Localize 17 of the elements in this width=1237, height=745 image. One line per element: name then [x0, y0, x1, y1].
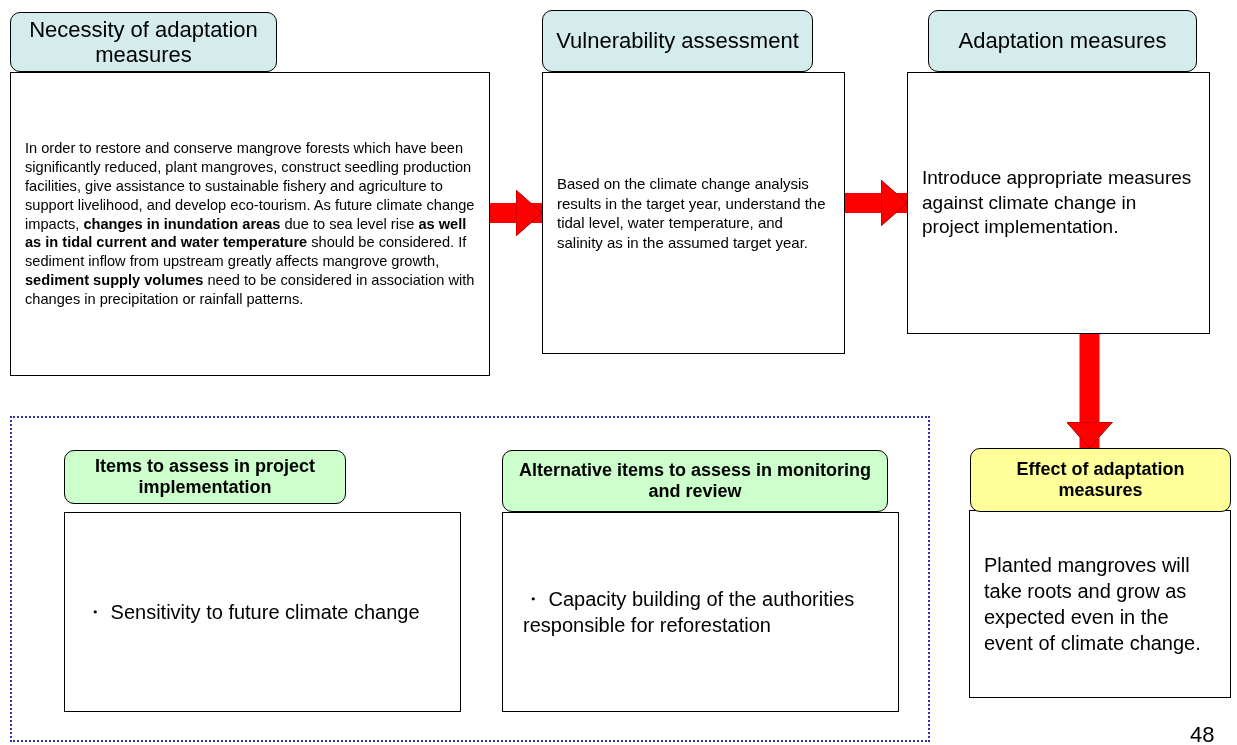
block-arrow	[1066, 334, 1113, 449]
header-tab: Items to assess in project implementation	[64, 450, 346, 504]
text-box: Introduce appropriate measures against climate change in project implementation.	[907, 72, 1210, 334]
text-box: Based on the climate change analysis results in the target year, understand the tidal level, water temperature, and salinity as in the assumed target year.	[542, 72, 845, 354]
header-tab: Alternative items to assess in monitoring and review	[502, 450, 888, 512]
text-box: In order to restore and conserve mangrove forests which have been significantly reduced, plant mangroves, construct seedling production facilities, give assistance to sustainable fishery and agriculture to support livelihood, and develop eco-tourism. As future climate change impacts, changes in inundation areas due to sea level rise as well as in tidal current and water temperature should be considered. If sediment inflow from upstream greatly affects mangrove growth, sediment supply volumes need to be considered in association with changes in precipitation or rainfall patterns.	[10, 72, 490, 376]
header-tab: Necessity of adaptation measures	[10, 12, 277, 72]
block-arrow	[490, 189, 543, 237]
text-box: ・ Capacity building of the authorities responsible for reforestation	[502, 512, 899, 712]
text-box: Planted mangroves will take roots and grow as expected even in the event of climate change.	[969, 510, 1231, 698]
header-tab: Vulnerability assessment	[542, 10, 813, 72]
page-number: 48	[1190, 722, 1215, 745]
dotted-group-frame	[10, 416, 930, 742]
header-tab: Adaptation measures	[928, 10, 1197, 72]
block-arrow	[845, 179, 908, 227]
text-box: ・ Sensitivity to future climate change	[64, 512, 461, 712]
header-tab: Effect of adaptation measures	[970, 448, 1231, 512]
